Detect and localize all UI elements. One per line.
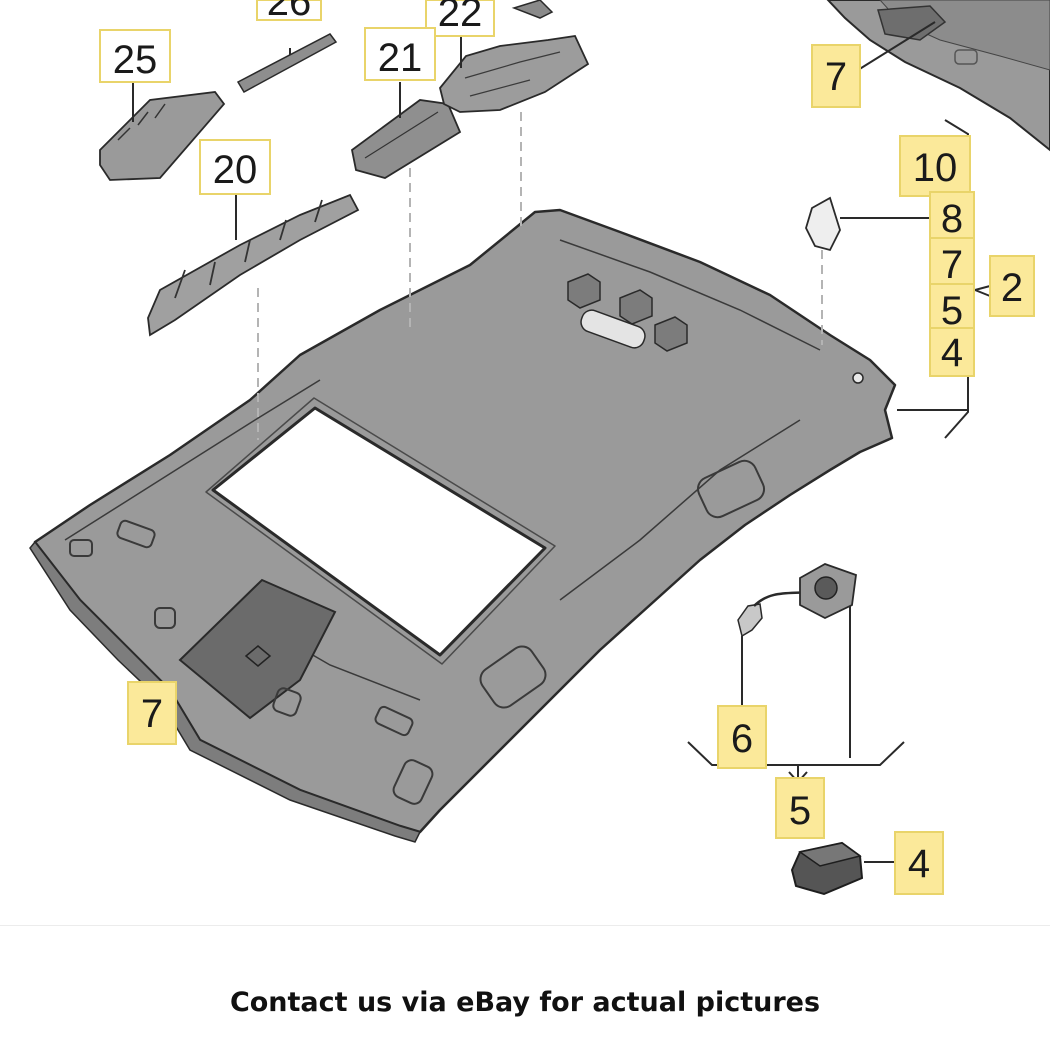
svg-text:20: 20 — [213, 148, 258, 192]
trim-strip-26 — [236, 33, 338, 94]
svg-text:7: 7 — [941, 243, 963, 287]
callout-5-bottom: 5 — [775, 777, 825, 839]
callout-2: 2 — [989, 255, 1035, 317]
parts-diagram: 26 25 22 21 20 7 10 8 — [29, 0, 1050, 896]
callouts: 26 25 22 21 20 7 10 8 — [99, 0, 1035, 895]
wire-harness-6 — [737, 563, 857, 638]
svg-text:26: 26 — [267, 0, 312, 24]
caption-text: Contact us via eBay for actual pictures — [229, 987, 821, 1018]
callout-21: 21 — [364, 27, 436, 81]
callout-6: 6 — [717, 705, 767, 769]
svg-text:5: 5 — [941, 289, 963, 333]
svg-text:10: 10 — [913, 146, 958, 190]
headliner-panel — [29, 208, 897, 843]
callout-7-top: 7 — [811, 44, 861, 108]
caption-bar: Contact us via eBay for actual pictures — [0, 925, 1050, 1051]
bracket-part-22 — [439, 0, 590, 113]
svg-text:21: 21 — [378, 36, 423, 80]
callout-26: 26 — [256, 0, 322, 24]
callout-4-bottom: 4 — [894, 831, 944, 895]
svg-text:8: 8 — [941, 197, 963, 241]
callout-4-right: 4 — [929, 327, 975, 377]
svg-text:2: 2 — [1001, 266, 1023, 310]
svg-text:22: 22 — [438, 0, 483, 35]
callout-8: 8 — [929, 191, 975, 241]
callout-22: 22 — [425, 0, 495, 37]
bracket-part-20 — [147, 193, 360, 337]
svg-text:7: 7 — [141, 692, 163, 736]
svg-text:5: 5 — [789, 789, 811, 833]
svg-text:25: 25 — [113, 38, 158, 82]
svg-text:6: 6 — [731, 717, 753, 761]
bracket-part-21 — [351, 99, 462, 179]
svg-text:4: 4 — [941, 331, 963, 375]
callout-25: 25 — [99, 29, 171, 83]
callout-7-right: 7 — [929, 237, 975, 287]
callout-10: 10 — [899, 135, 971, 197]
dashed-guide-lines — [257, 112, 823, 440]
headliner-fragment-top-right — [826, 0, 1050, 152]
clip-part-8 — [805, 196, 841, 252]
callout-7-left: 7 — [127, 681, 177, 745]
bracket-part-25 — [99, 91, 226, 181]
callout-20: 20 — [199, 139, 271, 195]
svg-text:7: 7 — [825, 55, 847, 99]
callout-5-right: 5 — [929, 283, 975, 333]
svg-text:4: 4 — [908, 842, 930, 886]
cap-part-4 — [790, 841, 864, 896]
